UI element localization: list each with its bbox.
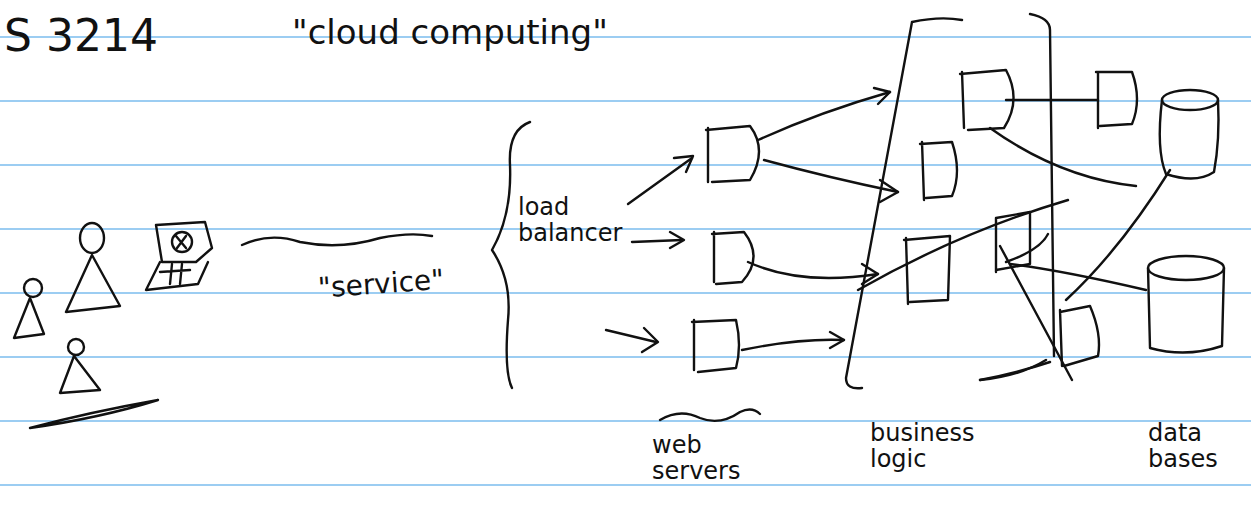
ruled-lines — [0, 37, 1251, 485]
course-number: S 3214 — [4, 12, 204, 60]
users — [14, 223, 158, 428]
data-lines — [980, 100, 1170, 380]
service-arrows — [742, 88, 1068, 350]
brace — [492, 122, 530, 388]
logic-boxes — [904, 70, 1137, 366]
database-cylinders — [1148, 90, 1224, 353]
page-title: "cloud computing" — [292, 14, 652, 51]
squiggle — [242, 234, 432, 245]
tier-label: data bases — [1148, 420, 1244, 473]
service-label: "service" — [317, 262, 479, 304]
device-icon — [146, 222, 212, 290]
tier-label: web servers — [652, 432, 772, 485]
web-server-boxes — [660, 126, 760, 421]
business-logic-band — [846, 14, 1054, 388]
tier-label: business logic — [870, 420, 1000, 473]
balancer-arrows — [606, 156, 693, 352]
load-balancer-label: load balancer — [518, 194, 633, 247]
